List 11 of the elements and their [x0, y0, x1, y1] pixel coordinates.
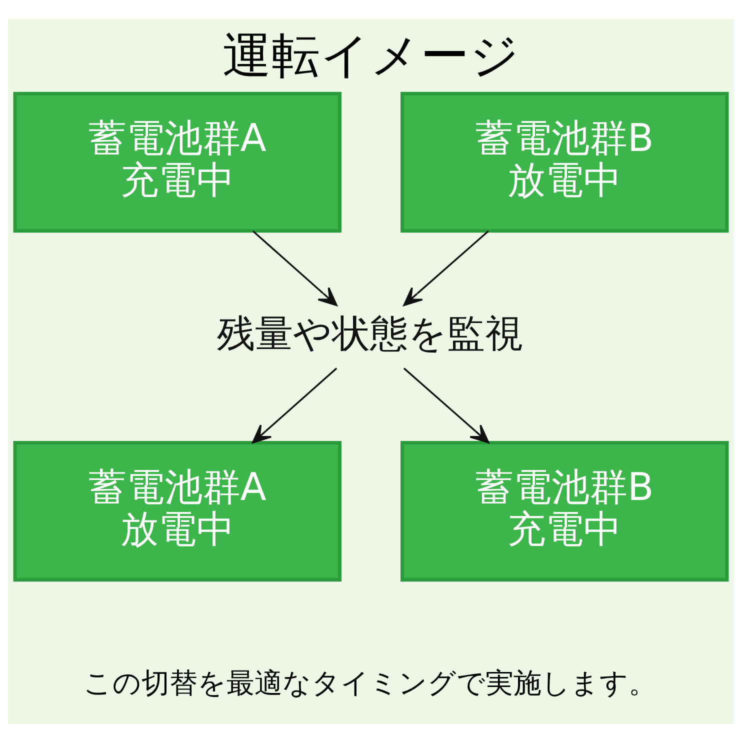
caption: この切替を最適なタイミングで実施します。 — [84, 666, 657, 699]
arrow — [252, 230, 338, 306]
arrow — [403, 230, 489, 306]
node-box: 蓄電池群A 充電中 — [13, 91, 342, 232]
node-box: 蓄電池群B 放電中 — [400, 91, 729, 232]
arrow — [252, 367, 338, 443]
arrow — [403, 367, 490, 443]
diagram-title: 運転イメージ — [222, 27, 520, 84]
node-box: 蓄電池群A 放電中 — [13, 440, 342, 582]
node-text: 残量や状態を監視 — [217, 312, 524, 356]
node-box: 蓄電池群B 充電中 — [400, 440, 729, 582]
